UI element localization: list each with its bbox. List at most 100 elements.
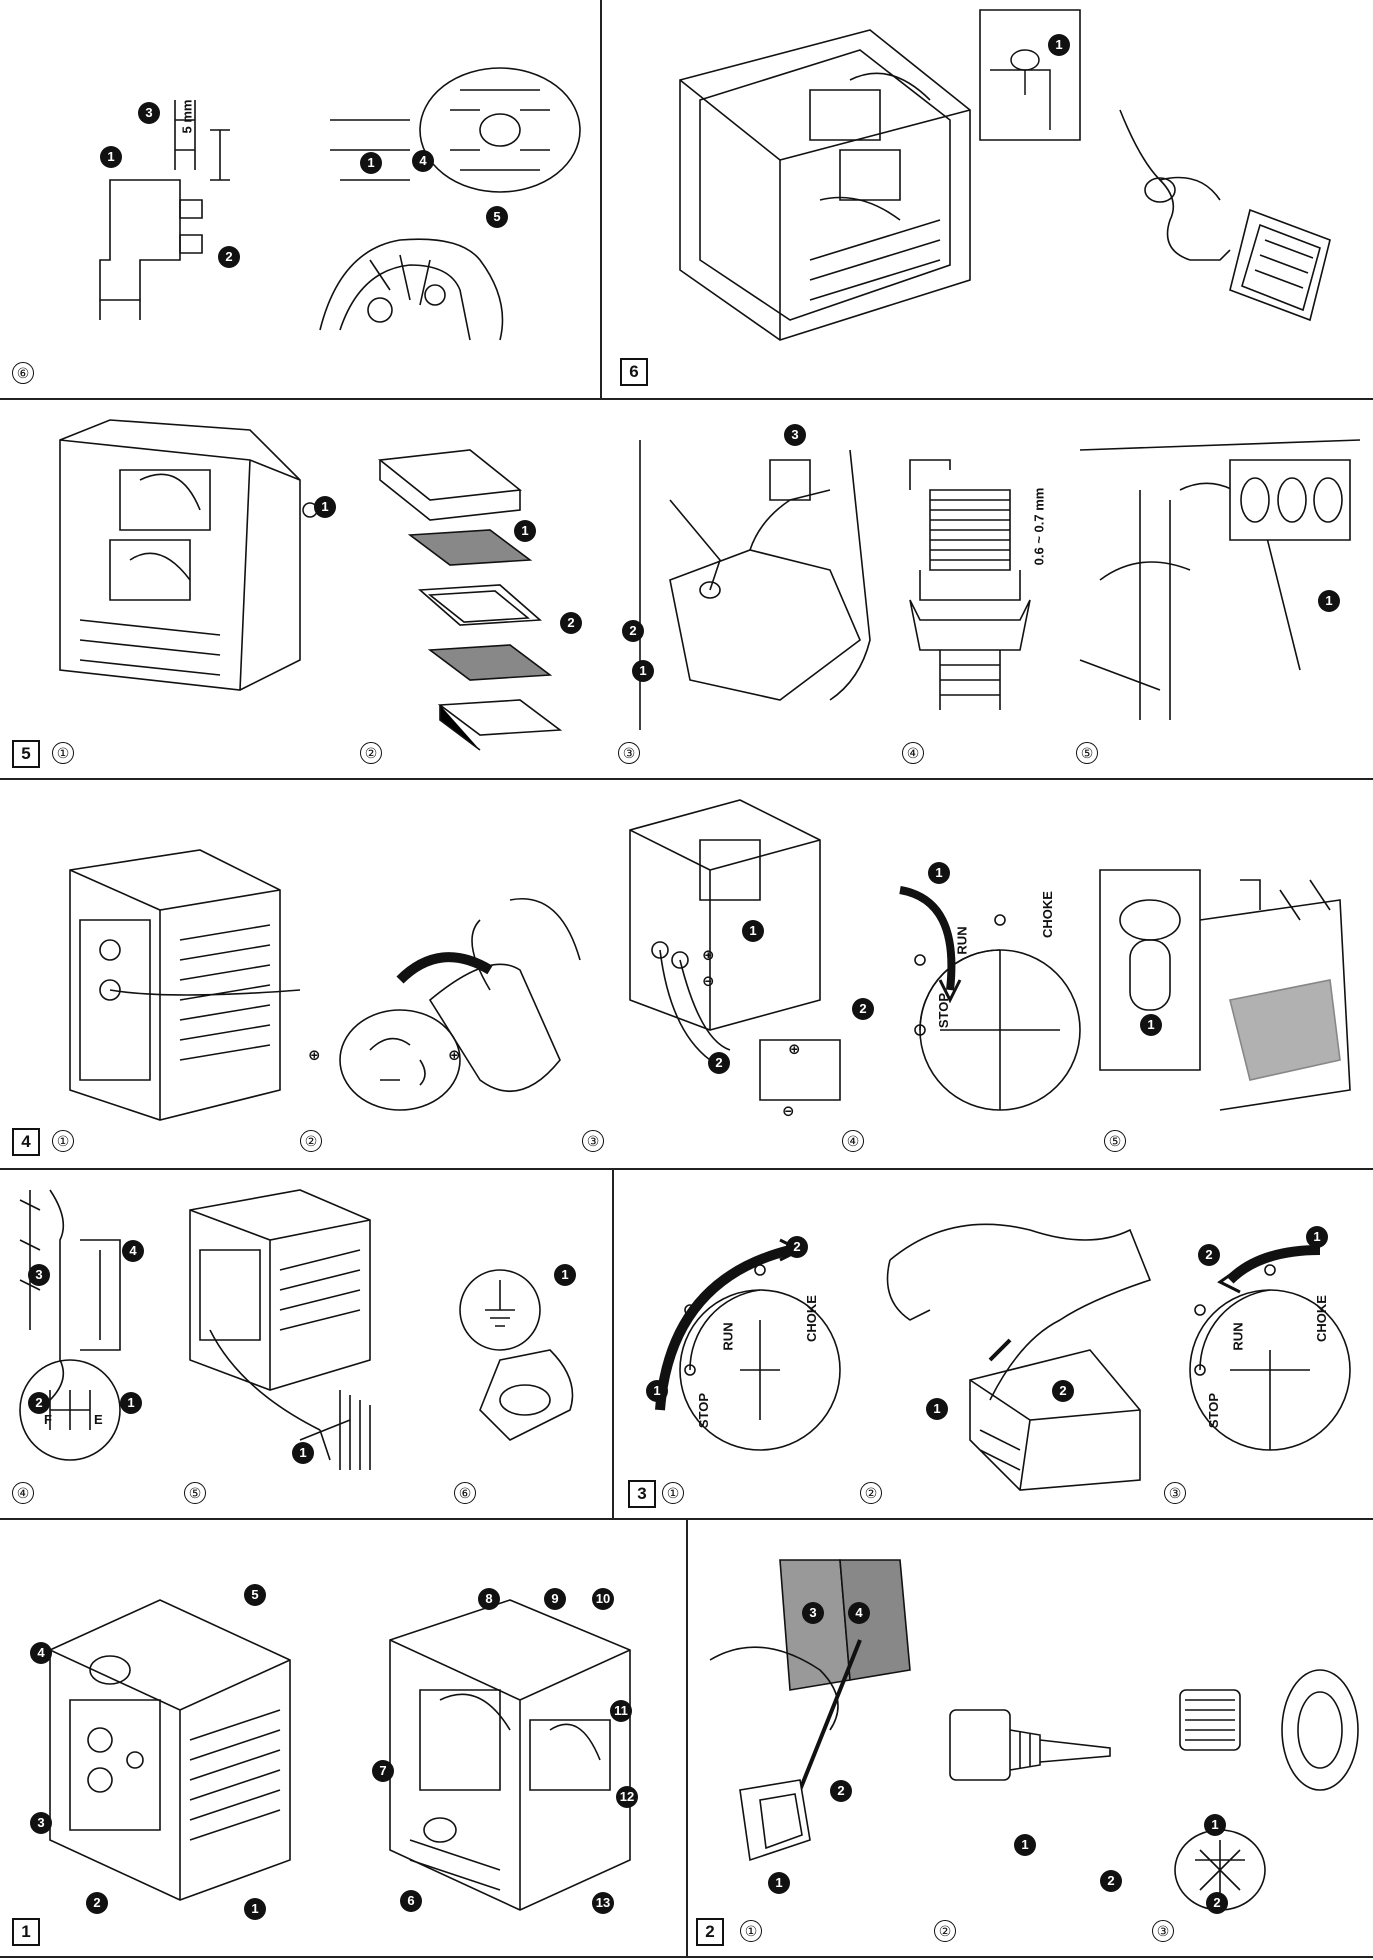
callout-1e: 1 (514, 520, 536, 542)
polarity-minus-battery: ⊖ (782, 1103, 795, 1120)
battery-connection-illustration (610, 800, 850, 1130)
callout-3d: 3 (30, 1812, 52, 1834)
substep-4-3: ③ (582, 1130, 604, 1152)
detail-inset-screw (980, 10, 1080, 140)
callout-2: 2 (218, 246, 240, 268)
generator-cover-removed-illustration (50, 420, 310, 700)
callout-3b: 3 (784, 424, 806, 446)
polarity-plus-gen: ⊕ (702, 947, 715, 964)
callout-2m: 2 (1206, 1892, 1228, 1914)
dial-stop-label: STOP (936, 992, 952, 1029)
twist-lock-plug-illustration (330, 830, 580, 1120)
substep-5-3: ③ (618, 742, 640, 764)
polarity-plus-right: ⊕ (448, 1047, 461, 1064)
engine-switch-dial-3-3 (1160, 1220, 1360, 1470)
callout-1: 1 (100, 146, 122, 168)
engine-switch-dial-3-1 (650, 1220, 850, 1470)
divider-row-5 (0, 1956, 1373, 1958)
section-marker-1: 1 (12, 1918, 40, 1946)
substep-r4-4: ④ (12, 1482, 34, 1504)
polarity-plus-left: ⊕ (308, 1047, 321, 1064)
callout-1g: 1 (1318, 590, 1340, 612)
callout-8: 8 (478, 1588, 500, 1610)
polarity-plus-battery: ⊕ (788, 1041, 801, 1058)
callout-3: 3 (138, 102, 160, 124)
generator-rear-parts-illustration (380, 1600, 640, 1920)
callout-5b: 5 (244, 1584, 266, 1606)
callout-6: 6 (400, 1890, 422, 1912)
callout-2k: 2 (830, 1780, 852, 1802)
callout-1q: 1 (244, 1898, 266, 1920)
spark-gap-label: 0.6 ~ 0.7 mm (1031, 487, 1047, 566)
substep-5-4: ④ (902, 742, 924, 764)
callout-1c: 1 (1048, 34, 1070, 56)
dial-choke-label-3-3: CHOKE (1313, 1295, 1329, 1342)
divider-row-1 (0, 398, 1373, 400)
callout-1s: 1 (1014, 1834, 1036, 1856)
callout-2b: 2 (560, 612, 582, 634)
fuel-cap-inset-illustration (1100, 860, 1350, 1120)
callout-1j: 1 (1140, 1014, 1162, 1036)
divider-col-row4 (612, 1168, 614, 1518)
section-marker-3: 3 (628, 1480, 656, 1508)
generator-front-parts-illustration (40, 1600, 300, 1900)
callout-4b: 4 (122, 1240, 144, 1262)
callout-1f: 1 (632, 660, 654, 682)
substep-2-1: ① (740, 1920, 762, 1942)
callout-10: 10 (592, 1588, 614, 1610)
callout-1o: 1 (926, 1398, 948, 1420)
callout-2h: 2 (1052, 1380, 1074, 1402)
callout-11: 11 (610, 1700, 632, 1722)
carb-bracket-illustration (80, 60, 240, 320)
fuel-strainer-illustration (1080, 430, 1360, 730)
callout-2d: 2 (708, 1052, 730, 1074)
substep-3-1: ① (662, 1482, 684, 1504)
oil-filler-strainer-illustration (1160, 1690, 1360, 1920)
dial-run-label: RUN (954, 926, 970, 955)
ground-terminal-illustration (10, 1180, 170, 1460)
divider-col-top (600, 0, 602, 398)
callout-9: 9 (544, 1588, 566, 1610)
callout-12: 12 (616, 1786, 638, 1808)
callout-1m: 1 (554, 1264, 576, 1286)
callout-1l: 1 (292, 1442, 314, 1464)
dial-stop-label-3-3: STOP (1206, 1392, 1222, 1429)
polarity-minus-gen: ⊖ (702, 973, 715, 990)
divider-row-3 (0, 1168, 1373, 1170)
substep-r4-5: ⑤ (184, 1482, 206, 1504)
substep-4-5: ⑤ (1104, 1130, 1126, 1152)
dial-choke-label-3-1: CHOKE (803, 1295, 819, 1342)
hand-filter-removal-illustration (1100, 100, 1340, 330)
gap-5mm-label: 5 mm (179, 99, 195, 134)
dial-stop-label-3-1: STOP (696, 1392, 712, 1429)
ground-nut-illustration (440, 1240, 600, 1450)
callout-1h: 1 (742, 920, 764, 942)
callout-2f: 2 (28, 1392, 50, 1414)
callout-2g: 2 (786, 1236, 808, 1258)
substep-2-2: ② (934, 1920, 956, 1942)
callout-2l: 2 (1100, 1870, 1122, 1892)
dipstick-check-illustration (700, 1560, 930, 1900)
callout-1r: 1 (768, 1872, 790, 1894)
spark-plug-removal-illustration (630, 440, 890, 730)
dial-run-label-3-3: RUN (1230, 1322, 1246, 1351)
dial-choke-label: CHOKE (1039, 891, 1055, 938)
callout-4: 4 (412, 150, 434, 172)
generator-open-side-illustration (660, 20, 990, 360)
divider-col-bottom (686, 1518, 688, 1956)
substep-3-2: ② (860, 1482, 882, 1504)
section-marker-4: 4 (12, 1128, 40, 1156)
callout-3e: 3 (802, 1602, 824, 1624)
substep-4-4: ④ (842, 1130, 864, 1152)
recoil-starter-hand-illustration (870, 1200, 1150, 1490)
substep-5-2: ② (360, 742, 382, 764)
callout-7: 7 (372, 1760, 394, 1782)
callout-4c: 4 (30, 1642, 52, 1664)
callout-1d: 1 (314, 496, 336, 518)
callout-1k: 1 (120, 1392, 142, 1414)
callout-4d: 4 (848, 1602, 870, 1624)
air-filter-elements-illustration (360, 450, 600, 740)
callout-1t: 1 (1204, 1814, 1226, 1836)
generator-ground-rod-illustration (180, 1190, 390, 1470)
callout-2c: 2 (622, 620, 644, 642)
